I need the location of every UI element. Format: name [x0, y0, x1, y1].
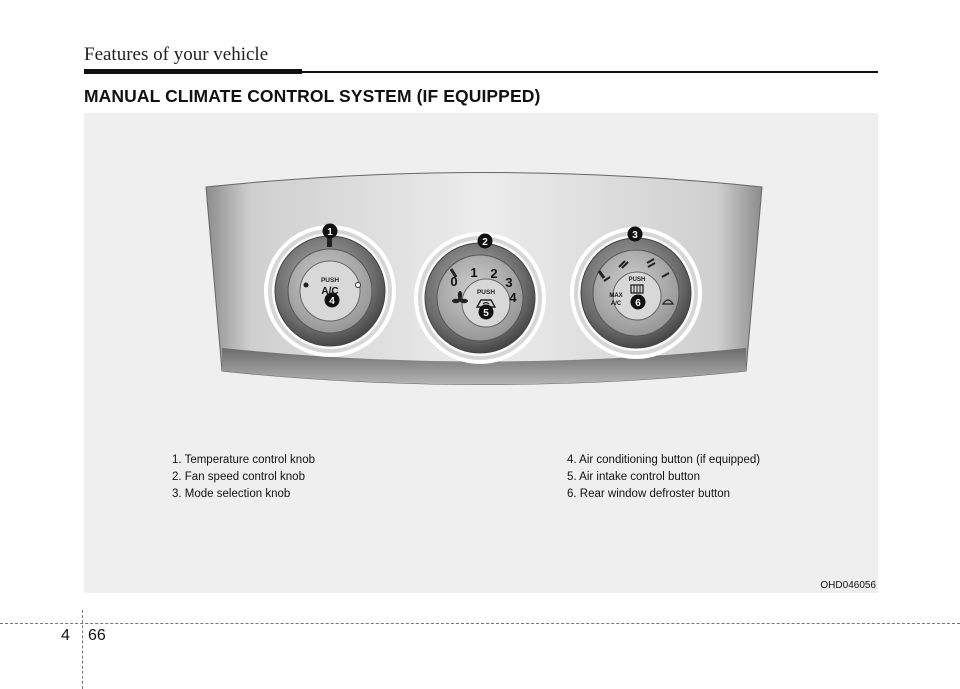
footer-divider [0, 623, 960, 624]
climate-panel-illustration: PUSH A/C 0 1 2 3 4 PUSH [205, 172, 763, 385]
section-label: Features of your vehicle [84, 44, 269, 65]
fan-push-label: PUSH [477, 289, 495, 296]
chapter-number: 4 [61, 627, 70, 644]
mode-knob: PUSH MAX A/C [570, 227, 702, 359]
legend-item: 5. Air intake control button [567, 471, 700, 483]
legend-item: 1. Temperature control knob [172, 454, 315, 466]
mode-vent-icons [603, 258, 670, 282]
fan-speed-1: 1 [470, 265, 477, 280]
fan-speed-knob: 0 1 2 3 4 PUSH [414, 232, 546, 364]
mode-push-label: PUSH [629, 277, 646, 283]
fan-speed-4: 4 [509, 290, 517, 305]
legend-item: 4. Air conditioning button (if equipped) [567, 454, 761, 466]
fan-speed-3: 3 [505, 275, 512, 290]
page-number: 66 [88, 627, 106, 644]
figure-code: OHD046056 [820, 580, 876, 591]
callout-2: 2 [477, 233, 493, 249]
callout-1: 1 [322, 223, 338, 239]
section-title: MANUAL CLIMATE CONTROL SYSTEM (IF EQUIPP… [84, 86, 541, 106]
legend-left: 1. Temperature control knob 2. Fan speed… [172, 452, 315, 503]
svg-text:4: 4 [329, 296, 335, 307]
svg-text:2: 2 [482, 237, 488, 248]
callout-6: 6 [630, 294, 646, 310]
temperature-push-label: PUSH [321, 277, 339, 284]
header-rule [84, 71, 878, 73]
legend-right: 4. Air conditioning button (if equipped)… [567, 452, 760, 503]
fan-speed-2: 2 [490, 266, 497, 281]
svg-text:6: 6 [635, 298, 641, 309]
fan-icon [452, 291, 468, 304]
svg-text:5: 5 [483, 308, 489, 319]
panel-bottom-lip [222, 348, 746, 385]
callout-3: 3 [627, 226, 643, 242]
max-ac-label: A/C [611, 301, 622, 307]
svg-text:1: 1 [327, 227, 333, 238]
figure-box: PUSH A/C 0 1 2 3 4 PUSH [84, 113, 878, 593]
ac-button-label: A/C [321, 286, 338, 297]
fan-speed-0: 0 [450, 274, 457, 289]
max-label: MAX [609, 293, 622, 299]
legend-item: 3. Mode selection knob [172, 488, 291, 500]
legend-item: 6. Rear window defroster button [567, 488, 731, 500]
rear-defrost-icon [630, 284, 644, 294]
legend-item: 2. Fan speed control knob [172, 471, 305, 483]
callout-5: 5 [478, 304, 494, 320]
footer-vertical-divider [82, 610, 83, 689]
front-defrost-icon [661, 299, 675, 305]
callout-4: 4 [324, 292, 340, 308]
temperature-knob: PUSH A/C [264, 225, 396, 357]
svg-text:3: 3 [632, 230, 638, 241]
